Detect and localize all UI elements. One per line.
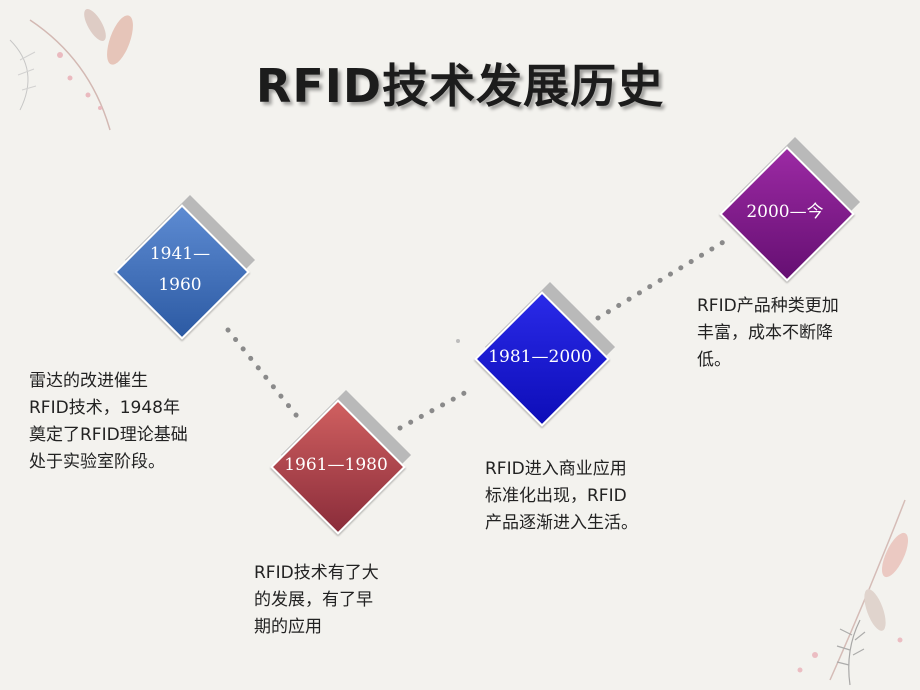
timeline-node-1981[interactable]: 1981—2000: [470, 281, 616, 427]
node-label: 2000—今: [746, 201, 824, 222]
node-label: 1981—2000: [488, 346, 592, 367]
leaf-sprig-icon: [9, 9, 133, 131]
node-label: 1961—1980: [284, 454, 388, 475]
description-1941: 雷达的改进催生 RFID技术，1948年 奠定了RFID理论基础 处于实验室阶段…: [29, 371, 188, 472]
description-2000: RFID产品种类更加 丰富，成本不断降 低。: [697, 296, 839, 370]
description-1981: RFID进入商业应用 标准化出现，RFID 产品逐渐进入生活。: [485, 459, 638, 533]
timeline-node-2000[interactable]: 2000—今: [715, 136, 861, 282]
slide-title: RFID技术发展历史: [255, 59, 665, 113]
timeline-connectors: [225, 235, 733, 431]
timeline-node-1961[interactable]: 1961—1980: [266, 389, 412, 535]
timeline-node-1941[interactable]: 1941— 1960: [110, 194, 256, 340]
node-label: 1941— 1960: [149, 244, 211, 295]
description-1961: RFID技术有了大 的发展，有了早 期的应用: [254, 563, 379, 637]
leaf-sprig-icon: [797, 499, 909, 686]
